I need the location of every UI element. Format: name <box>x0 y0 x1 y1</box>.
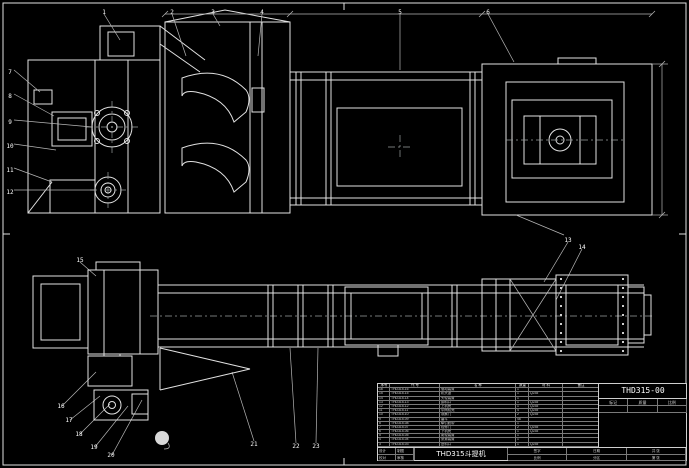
callout-balloon-12: 12 <box>6 189 14 196</box>
label-date: 日期 <box>567 448 627 455</box>
title-block-grid: 标记 质量 比例 <box>599 399 687 413</box>
label-scale2: 比例 <box>508 454 568 461</box>
title-block-right: 签字 日期 共 张 比例 分区 第 张 <box>508 448 686 461</box>
label-mass: 质量 <box>628 399 658 406</box>
side-view <box>27 9 653 216</box>
label-sign: 签字 <box>508 448 568 455</box>
plan-view <box>32 261 652 421</box>
callout-balloon-17: 17 <box>65 417 73 424</box>
label-draft: 制图 <box>396 448 414 455</box>
label-approve: 审核 <box>396 454 414 461</box>
drawing-title: THD315斗提机 <box>415 448 508 460</box>
callout-balloon-5: 5 <box>398 9 402 16</box>
stamp-mark <box>155 431 170 450</box>
drawing-number: THD315-00 <box>599 384 687 399</box>
label-mark: 标记 <box>599 399 629 406</box>
label-zone: 分区 <box>567 454 627 461</box>
title-block-bottom: 设计 制图 校对 审核 THD315斗提机 签字 日期 共 张 比例 分区 第 … <box>378 447 686 461</box>
callout-balloon-19: 19 <box>90 444 98 451</box>
callout-balloon-8: 8 <box>8 93 12 100</box>
label-scale: 比例 <box>657 399 687 406</box>
signature-grid: 设计 制图 校对 审核 <box>378 448 415 461</box>
callout-balloon-7: 7 <box>8 69 12 76</box>
callout-balloon-4: 4 <box>260 9 264 16</box>
callout-balloon-6: 6 <box>486 9 490 16</box>
callout-balloon-11: 11 <box>6 167 14 174</box>
callout-balloon-2: 2 <box>170 9 174 16</box>
leader-lines <box>13 13 583 456</box>
callout-balloon-13: 13 <box>564 237 572 244</box>
callout-balloon-14: 14 <box>578 244 586 251</box>
callout-balloon-1: 1 <box>102 9 106 16</box>
callout-balloon-18: 18 <box>75 431 83 438</box>
callout-balloon-10: 10 <box>6 143 14 150</box>
label-sheet-no: 第 张 <box>626 454 686 461</box>
callout-balloon-9: 9 <box>8 119 12 126</box>
callout-balloon-22: 22 <box>292 443 300 450</box>
title-number-block: THD315-00 标记 质量 比例 <box>599 384 687 447</box>
callout-balloon-21: 21 <box>250 441 258 448</box>
callout-balloon-15: 15 <box>76 257 84 264</box>
label-sheets: 共 张 <box>626 448 686 455</box>
parts-header-row: 序号代 号名 称数量材 料备注 <box>378 384 598 389</box>
callout-balloon-3: 3 <box>211 9 215 16</box>
callout-balloon-20: 20 <box>107 452 115 459</box>
label-design: 设计 <box>378 448 396 455</box>
callout-balloon-16: 16 <box>57 403 65 410</box>
callout-balloon-23: 23 <box>312 443 320 450</box>
dimension-lines <box>161 10 668 219</box>
label-check: 校对 <box>378 454 396 461</box>
